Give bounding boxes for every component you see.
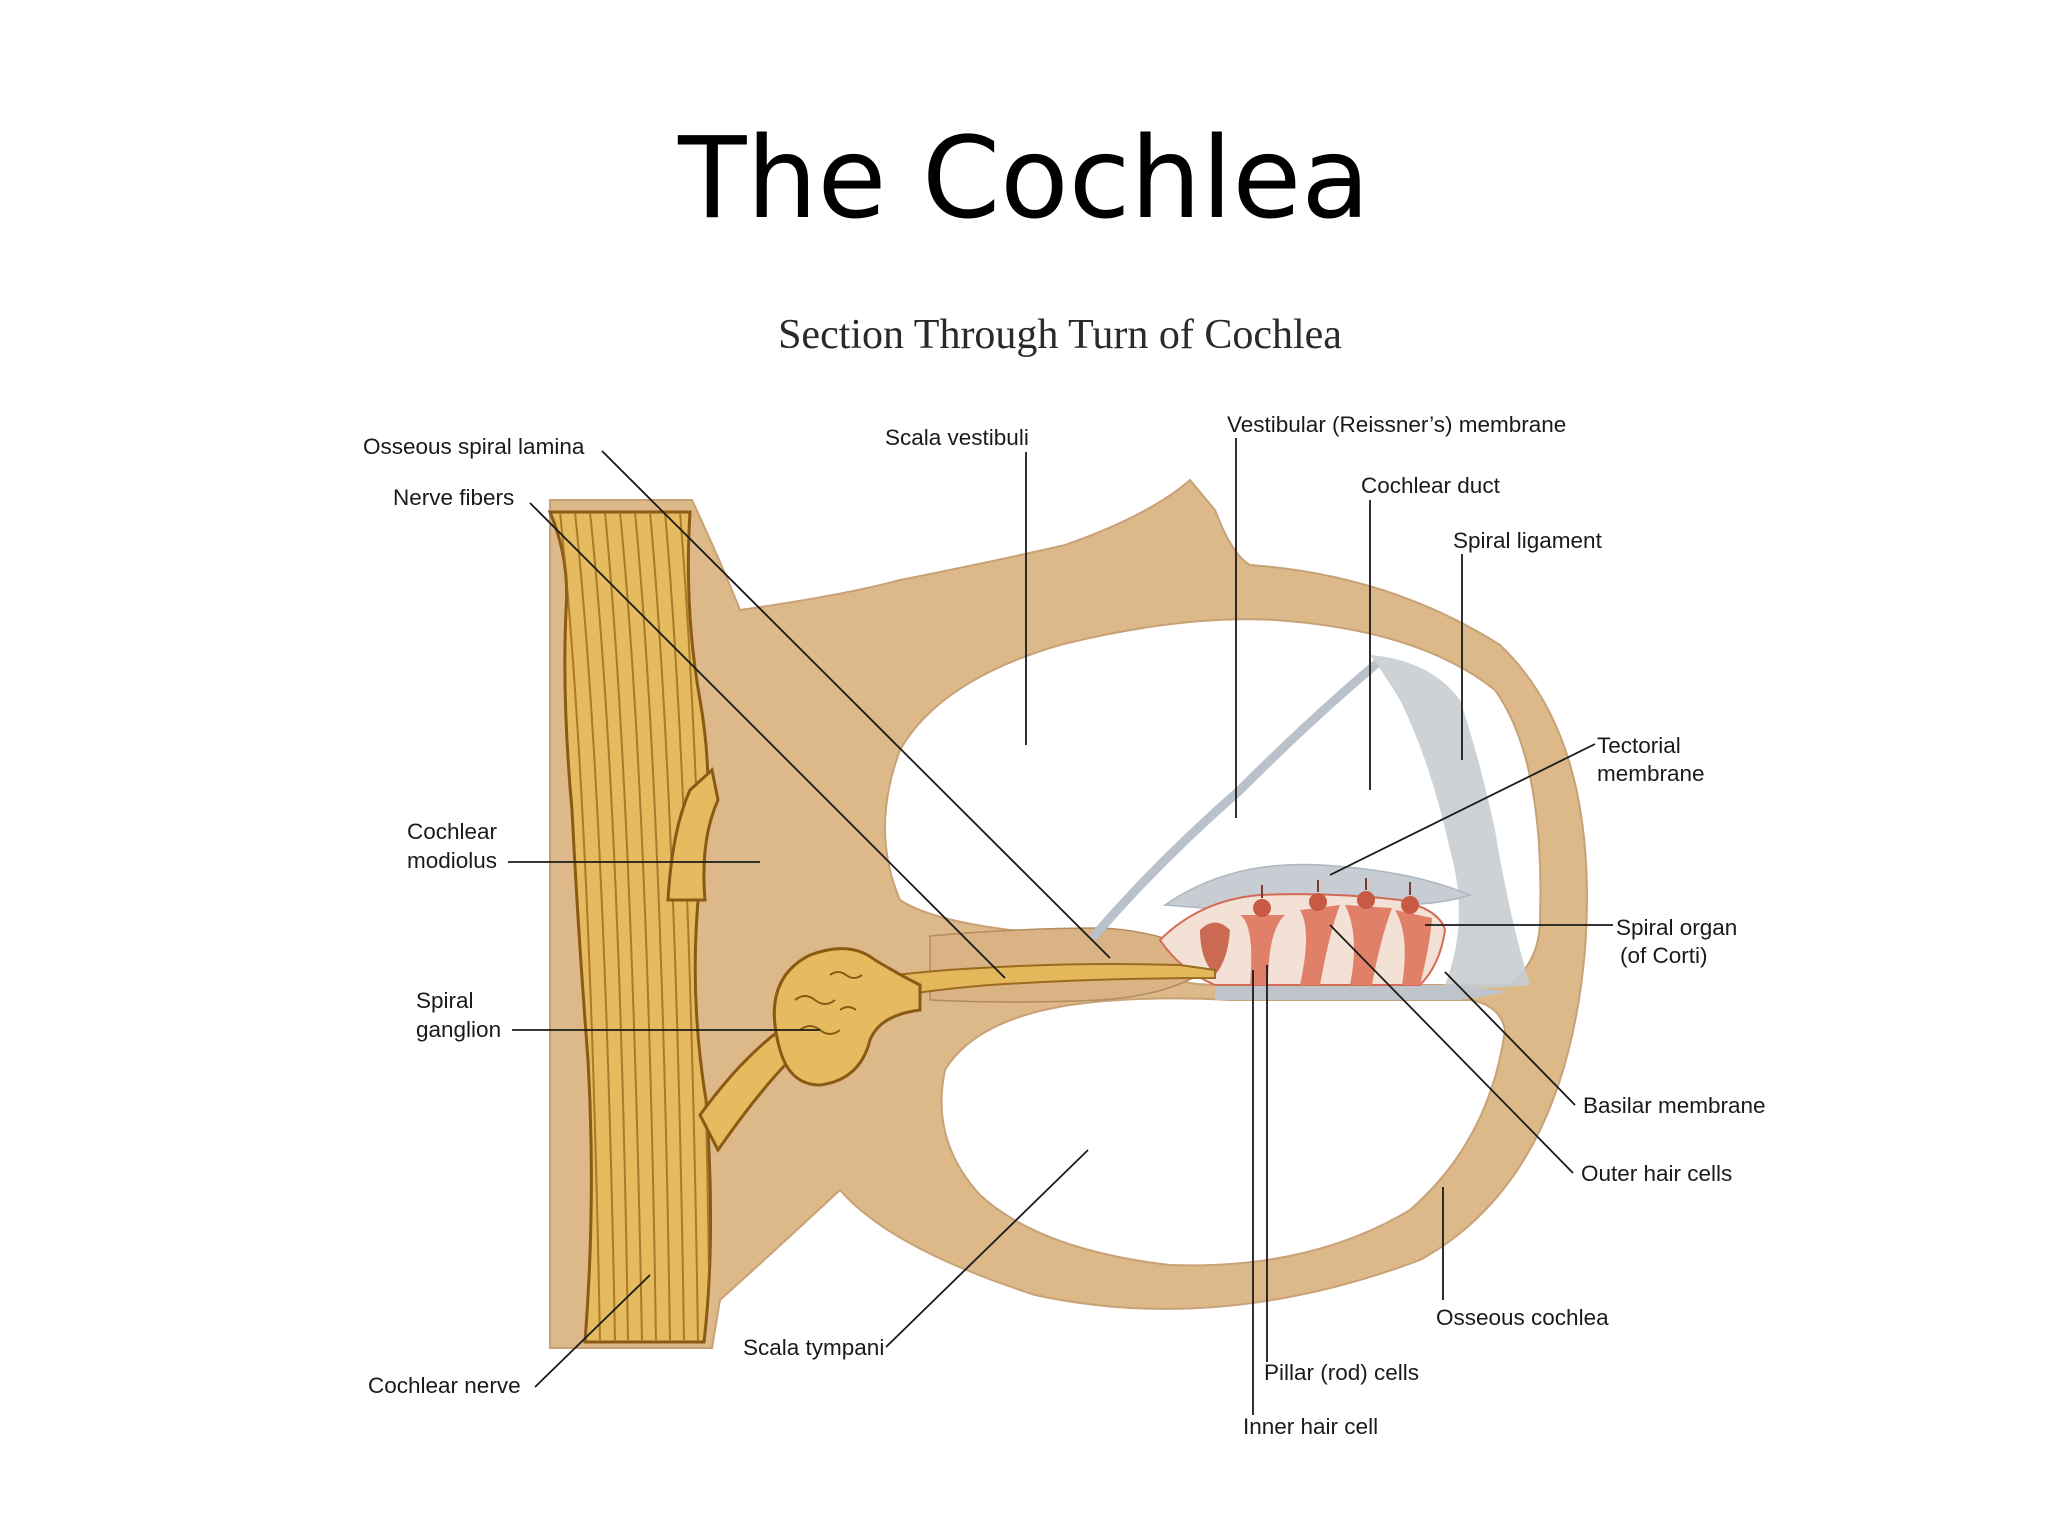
label-spiral-organ-1: Spiral organ [1616, 915, 1737, 940]
label-spiral-ligament: Spiral ligament [1453, 528, 1603, 553]
label-outer-hair-cells: Outer hair cells [1581, 1161, 1732, 1186]
label-spiral-ganglion-2: ganglion [416, 1017, 501, 1042]
label-cochlear-modiolus-1: Cochlear [407, 819, 498, 844]
basilar-membrane [1215, 985, 1510, 1000]
slide-title: The Cochlea [678, 114, 1370, 244]
label-tectorial-membrane-2: membrane [1597, 761, 1705, 786]
leader-lines [508, 438, 1613, 1415]
spiral-organ-of-corti [1158, 878, 1447, 986]
nerve-fibers [818, 963, 1216, 1012]
label-osseous-cochlea: Osseous cochlea [1436, 1305, 1609, 1330]
vestibular-membrane [1090, 660, 1380, 940]
spiral-ganglion [772, 947, 922, 1087]
label-basilar-membrane: Basilar membrane [1583, 1093, 1766, 1118]
spiral-ligament [1370, 655, 1530, 988]
diagram-subtitle: Section Through Turn of Cochlea [778, 312, 1342, 358]
label-spiral-organ-2: (of Corti) [1620, 943, 1708, 968]
label-inner-hair-cell: Inner hair cell [1243, 1414, 1378, 1439]
label-cochlear-modiolus-2: modiolus [407, 848, 497, 873]
label-scala-vestibuli: Scala vestibuli [885, 425, 1029, 450]
label-scala-tympani: Scala tympani [743, 1335, 884, 1360]
cochlear-nerve [547, 510, 795, 1344]
label-pillar-cells: Pillar (rod) cells [1264, 1360, 1419, 1385]
label-cochlear-duct: Cochlear duct [1361, 473, 1501, 498]
label-spiral-ganglion-1: Spiral [416, 988, 474, 1013]
label-vestibular-membrane: Vestibular (Reissner’s) membrane [1227, 412, 1566, 437]
label-cochlear-nerve: Cochlear nerve [368, 1373, 521, 1398]
label-tectorial-membrane-1: Tectorial [1597, 733, 1681, 758]
label-nerve-fibers: Nerve fibers [393, 485, 514, 510]
label-osseous-spiral-lamina: Osseous spiral lamina [363, 434, 585, 459]
